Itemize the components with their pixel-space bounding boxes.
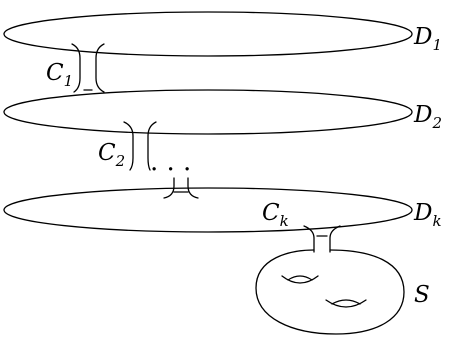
tube-c2 [123,121,157,171]
label-d1: D1 [413,24,442,54]
label-dk: Dk [413,200,442,230]
surface-s [255,249,405,335]
label-ck: Ck [262,200,289,230]
label-c1: C1 [46,60,73,90]
disc-dk [3,187,413,233]
disc-d1 [3,11,413,57]
tube-ck [303,225,341,253]
label-d2: D2 [413,102,442,132]
label-s: S [414,282,430,308]
label-c2: C2 [98,140,125,170]
tube-c1 [71,43,105,93]
ellipsis: . . . [150,147,191,177]
tube-into-dk [163,177,199,199]
disc-d2 [3,89,413,135]
